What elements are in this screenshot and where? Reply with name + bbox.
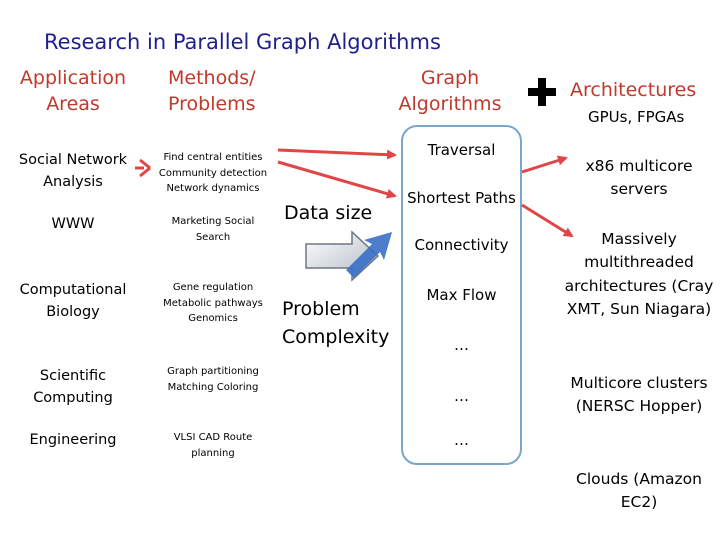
header-architectures: Architectures [570,79,697,101]
arch-clouds: Clouds (Amazon EC2) [576,470,702,512]
header-graph-algorithms: Graph Algorithms [398,67,502,115]
app-area-computational-biology: Computational Biology [19,282,127,320]
arrow-alg-to-mta [521,203,574,238]
algorithm-ellipsis-1: … [454,336,469,354]
architectures-subtitle: GPUs, FPGAs [588,108,685,126]
algorithm-ellipsis-3: … [454,431,469,449]
data-size-label: Data size [284,202,373,224]
methods-computational-biology: Gene regulation Metabolic pathways Genom… [163,282,263,324]
methods-www: Marketing Social Search [171,216,255,243]
graph-algorithms-box [401,125,522,465]
methods-scientific-computing: Graph partitioning Matching Coloring [167,366,259,393]
arrow-methods-to-traversal [277,148,397,160]
arch-massively-multithreaded: Massively multithreaded architectures (C… [564,230,714,318]
methods-engineering: VLSI CAD Route planning [173,432,253,459]
app-area-www: WWW [51,216,95,232]
algorithm-shortest-paths: Shortest Paths [407,189,516,207]
bracket-arrow-icon [135,158,151,178]
algorithm-max-flow: Max Flow [426,286,497,304]
arrow-alg-to-x86 [521,155,568,174]
arch-multicore-clusters: Multicore clusters (NERSC Hopper) [570,374,708,416]
app-area-social-network: Social Network Analysis [18,152,128,190]
plus-icon [528,78,556,106]
problem-complexity-label: Problem Complexity [282,298,390,348]
methods-social-network: Find central entities Community detectio… [158,152,268,194]
algorithm-ellipsis-2: … [454,387,469,405]
algorithm-traversal: Traversal [427,141,496,159]
app-area-engineering: Engineering [29,432,117,448]
data-size-complexity-arrow-icon [305,230,392,282]
algorithm-connectivity: Connectivity [414,236,509,254]
header-methods: Methods/ Problems [168,67,256,115]
arch-x86-multicore: x86 multicore servers [585,157,693,199]
page-title: Research in Parallel Graph Algorithms [44,30,441,54]
app-area-scientific-computing: Scientific Computing [33,368,113,406]
arrow-methods-to-shortest-paths [277,160,397,199]
header-application-areas: Application Areas [19,67,127,115]
